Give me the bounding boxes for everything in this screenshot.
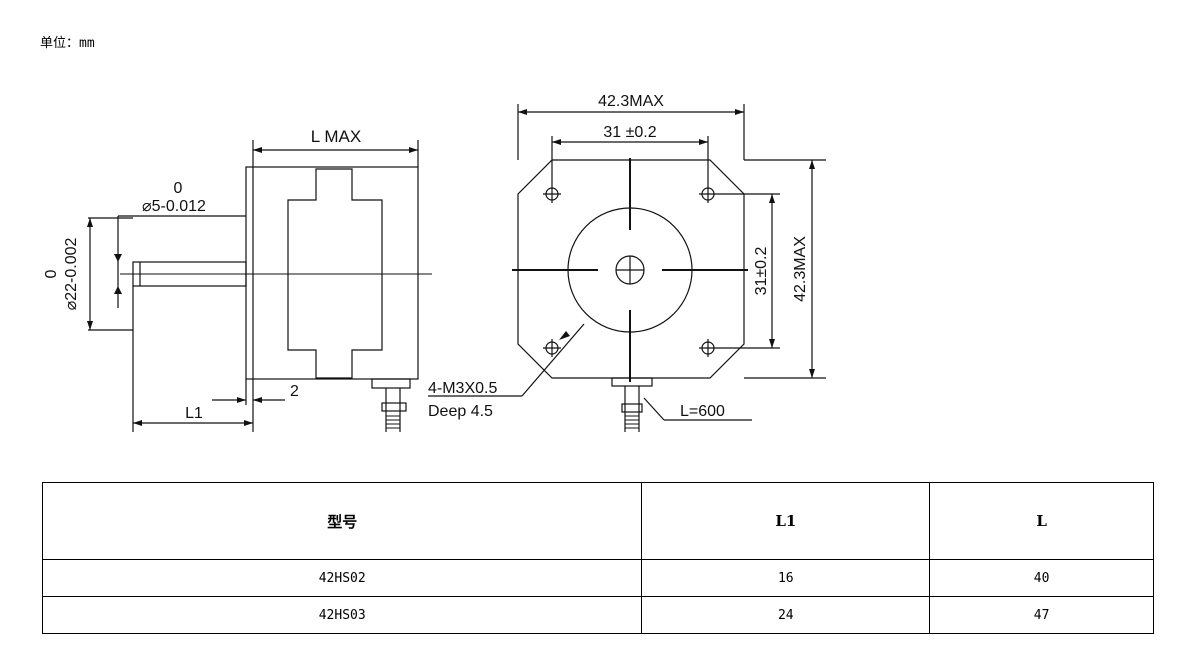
boss-tolerance-top: 0: [43, 269, 60, 278]
unit-label: 单位：mm: [40, 36, 95, 51]
lead-length-label: L=600: [680, 403, 725, 420]
width-max-label: 42.3MAX: [598, 93, 664, 110]
thread-note-line1: 4-M3X0.5: [428, 380, 497, 397]
header-model: 型号: [41, 482, 643, 560]
shaft-tolerance-top: 0: [174, 180, 183, 197]
cell-l1: 24: [641, 596, 931, 634]
shaft-diameter-label: ⌀5-0.012: [142, 198, 206, 215]
stepper-motor-dimension-drawing: L MAX 0 ⌀5-0.012 0 ⌀22-0.002 L1 2 4-M3X0…: [43, 93, 826, 432]
hole-spacing-horizontal: 31 ±0.2: [603, 124, 656, 141]
cell-l1: 16: [641, 559, 931, 597]
cell-model: 42HS03: [41, 596, 643, 634]
header-l: L: [929, 482, 1154, 560]
boss-diameter-label: ⌀22-0.002: [63, 238, 80, 311]
l-max-label: L MAX: [311, 127, 361, 146]
cell-model: 42HS02: [41, 559, 643, 597]
table-row: 42HS02 16 40: [41, 559, 1154, 597]
table-header-row: 型号 L1 L: [41, 482, 1154, 560]
hole-spacing-vertical: 31±0.2: [753, 246, 770, 295]
model-spec-table: 型号 L1 L 42HS02 16 40 42HS03 24 47: [41, 482, 1154, 634]
flange-thickness-label: 2: [290, 383, 299, 400]
l1-label: L1: [185, 405, 203, 422]
cell-l: 40: [929, 559, 1154, 597]
cell-l: 47: [929, 596, 1154, 634]
height-max-label: 42.3MAX: [792, 236, 809, 302]
header-l1: L1: [641, 482, 931, 560]
thread-note-line2: Deep 4.5: [428, 403, 493, 420]
table-row: 42HS03 24 47: [41, 596, 1154, 634]
